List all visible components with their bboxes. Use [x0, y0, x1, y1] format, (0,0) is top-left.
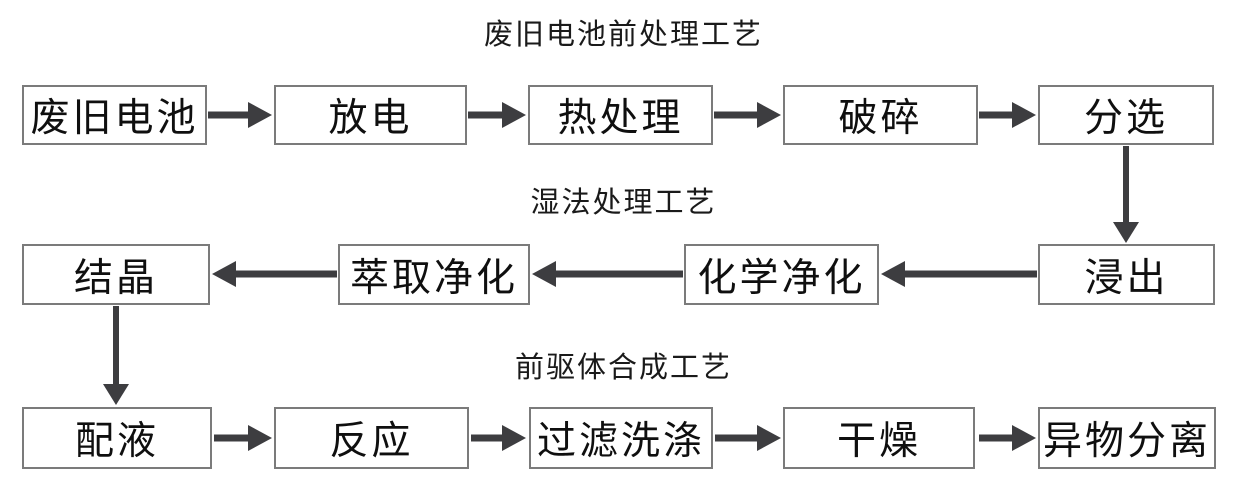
arrow-solution-preparation-to-reaction — [214, 425, 272, 451]
node-heat-treatment: 热处理 — [528, 85, 713, 145]
arrow-drying-to-foreign-matter-separation — [979, 425, 1036, 451]
arrow-leaching-to-chemical-purification — [881, 261, 1037, 287]
arrow-waste-battery-to-discharge — [208, 102, 272, 128]
node-reaction: 反应 — [274, 407, 469, 469]
arrow-chemical-purification-to-extraction-purification — [532, 261, 683, 287]
arrow-crushing-to-sorting — [979, 102, 1036, 128]
arrow-reaction-to-filtration-washing — [471, 425, 526, 451]
node-foreign-matter-separation: 异物分离 — [1038, 407, 1216, 469]
arrow-extraction-purification-to-crystallization — [212, 261, 337, 287]
section-title-precursor-synthesis: 前驱体合成工艺 — [514, 352, 732, 384]
node-crystallization: 结晶 — [22, 244, 210, 305]
section-title-pretreatment: 废旧电池前处理工艺 — [483, 19, 763, 51]
arrow-heat-treatment-to-crushing — [714, 102, 781, 128]
node-chemical-purification: 化学净化 — [684, 244, 879, 305]
node-crushing: 破碎 — [783, 85, 978, 145]
node-sorting: 分选 — [1038, 85, 1214, 145]
section-title-hydrometallurgy: 湿法处理工艺 — [530, 187, 717, 219]
arrow-filtration-washing-to-drying — [715, 425, 781, 451]
node-filtration-washing: 过滤洗涤 — [529, 407, 713, 469]
node-leaching: 浸出 — [1038, 244, 1215, 305]
node-discharge: 放电 — [274, 85, 467, 145]
node-drying: 干燥 — [783, 407, 975, 469]
node-extraction-purification: 萃取净化 — [338, 244, 530, 305]
arrow-discharge-to-heat-treatment — [468, 102, 526, 128]
node-waste-battery: 废旧电池 — [22, 85, 207, 145]
node-solution-preparation: 配液 — [22, 407, 212, 469]
